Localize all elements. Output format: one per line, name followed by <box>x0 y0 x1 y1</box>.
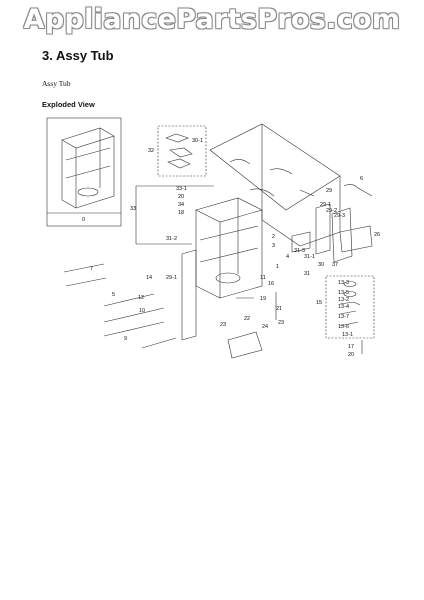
svg-text:26: 26 <box>374 232 380 238</box>
svg-text:21: 21 <box>276 306 282 312</box>
right-parts <box>291 184 373 263</box>
callout-labels: 0 32 30-1 33 33-1 20 34 18 31-2 14 29-1 … <box>82 138 380 358</box>
svg-text:12: 12 <box>138 295 144 301</box>
subtitle: Assy Tub <box>42 79 71 88</box>
svg-text:13-1: 13-1 <box>342 332 353 338</box>
svg-text:30-1: 30-1 <box>192 138 203 144</box>
svg-text:13-6: 13-6 <box>338 324 349 330</box>
page-title: 3. Assy Tub <box>42 48 114 63</box>
svg-text:31-3: 31-3 <box>294 248 305 254</box>
svg-text:31: 31 <box>304 271 310 277</box>
svg-text:15: 15 <box>316 300 322 306</box>
svg-text:0: 0 <box>82 217 85 223</box>
dashed-box-32 <box>157 125 207 177</box>
svg-text:1: 1 <box>276 264 279 270</box>
inset-tub <box>61 127 115 209</box>
svg-text:13-4: 13-4 <box>338 304 349 310</box>
svg-text:23: 23 <box>278 320 284 326</box>
svg-text:20: 20 <box>348 352 354 358</box>
svg-text:7: 7 <box>90 266 93 272</box>
svg-text:29-1: 29-1 <box>166 275 177 281</box>
bottom-bracket <box>227 331 263 359</box>
svg-text:4: 4 <box>286 254 289 260</box>
svg-text:5: 5 <box>112 292 115 298</box>
svg-text:13-5: 13-5 <box>338 290 349 296</box>
door-gasket <box>181 249 197 341</box>
svg-text:31-1: 31-1 <box>304 254 315 260</box>
rails <box>63 263 177 349</box>
svg-text:31-2: 31-2 <box>166 236 177 242</box>
svg-text:29-3: 29-3 <box>334 213 345 219</box>
svg-text:19: 19 <box>260 296 266 302</box>
svg-text:23: 23 <box>220 322 226 328</box>
svg-text:33-1: 33-1 <box>176 186 187 192</box>
svg-text:3: 3 <box>272 243 275 249</box>
svg-text:10: 10 <box>139 308 145 314</box>
svg-text:13-3: 13-3 <box>338 280 349 286</box>
watermark: AppliancePartsPros.com <box>23 4 401 35</box>
svg-text:20: 20 <box>178 194 184 200</box>
svg-text:14: 14 <box>146 275 152 281</box>
inset-box <box>46 117 122 227</box>
svg-text:30: 30 <box>318 262 324 268</box>
svg-text:24: 24 <box>262 324 268 330</box>
svg-text:16: 16 <box>268 281 274 287</box>
svg-text:13-2: 13-2 <box>338 297 349 303</box>
svg-text:17: 17 <box>348 344 354 350</box>
base-panel <box>209 123 341 247</box>
section-heading: Exploded View <box>42 100 95 109</box>
svg-text:18: 18 <box>178 210 184 216</box>
svg-text:22: 22 <box>244 316 250 322</box>
svg-text:13-7: 13-7 <box>338 314 349 320</box>
svg-text:29: 29 <box>326 188 332 194</box>
svg-text:32: 32 <box>148 148 154 154</box>
svg-text:29-1: 29-1 <box>320 202 331 208</box>
svg-text:9: 9 <box>124 336 127 342</box>
svg-text:37: 37 <box>332 262 338 268</box>
svg-text:33: 33 <box>130 206 136 212</box>
dashed-box-13 <box>325 275 375 339</box>
main-tub <box>195 197 263 299</box>
svg-text:34: 34 <box>178 202 184 208</box>
svg-text:11: 11 <box>260 275 266 281</box>
svg-text:2: 2 <box>272 234 275 240</box>
svg-text:6: 6 <box>360 176 363 182</box>
svg-text:29-2: 29-2 <box>326 208 337 214</box>
